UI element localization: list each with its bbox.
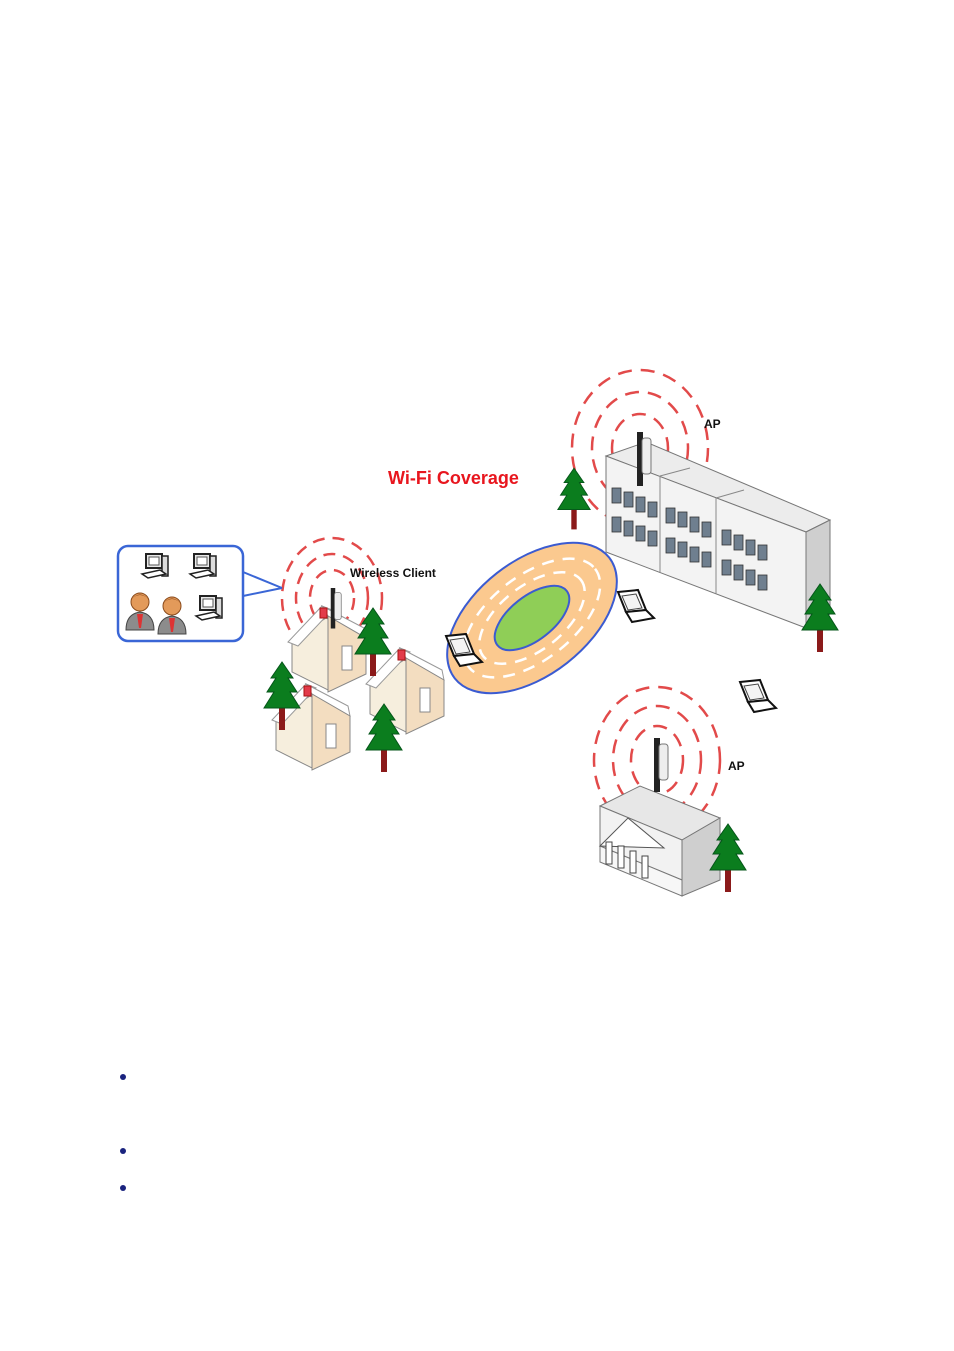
list-bullet [120, 1185, 126, 1191]
bank-building-icon [600, 786, 720, 896]
tree-icon [558, 468, 590, 529]
laptop-icon [740, 680, 776, 712]
client-network-callout [118, 546, 282, 641]
desktop-computer-icon [196, 596, 222, 620]
laptop-icon [618, 590, 654, 622]
wireless-client-label: Wireless Client [350, 566, 436, 580]
diagram-title: Wi-Fi Coverage [388, 468, 519, 488]
antenna-icon [654, 738, 668, 792]
list-bullet [120, 1074, 126, 1080]
list-bullet [120, 1148, 126, 1154]
ap-label-bank: AP [728, 759, 745, 773]
desktop-computer-icon [190, 554, 216, 578]
desktop-computer-icon [142, 554, 168, 578]
ap-label-office: AP [704, 417, 721, 431]
